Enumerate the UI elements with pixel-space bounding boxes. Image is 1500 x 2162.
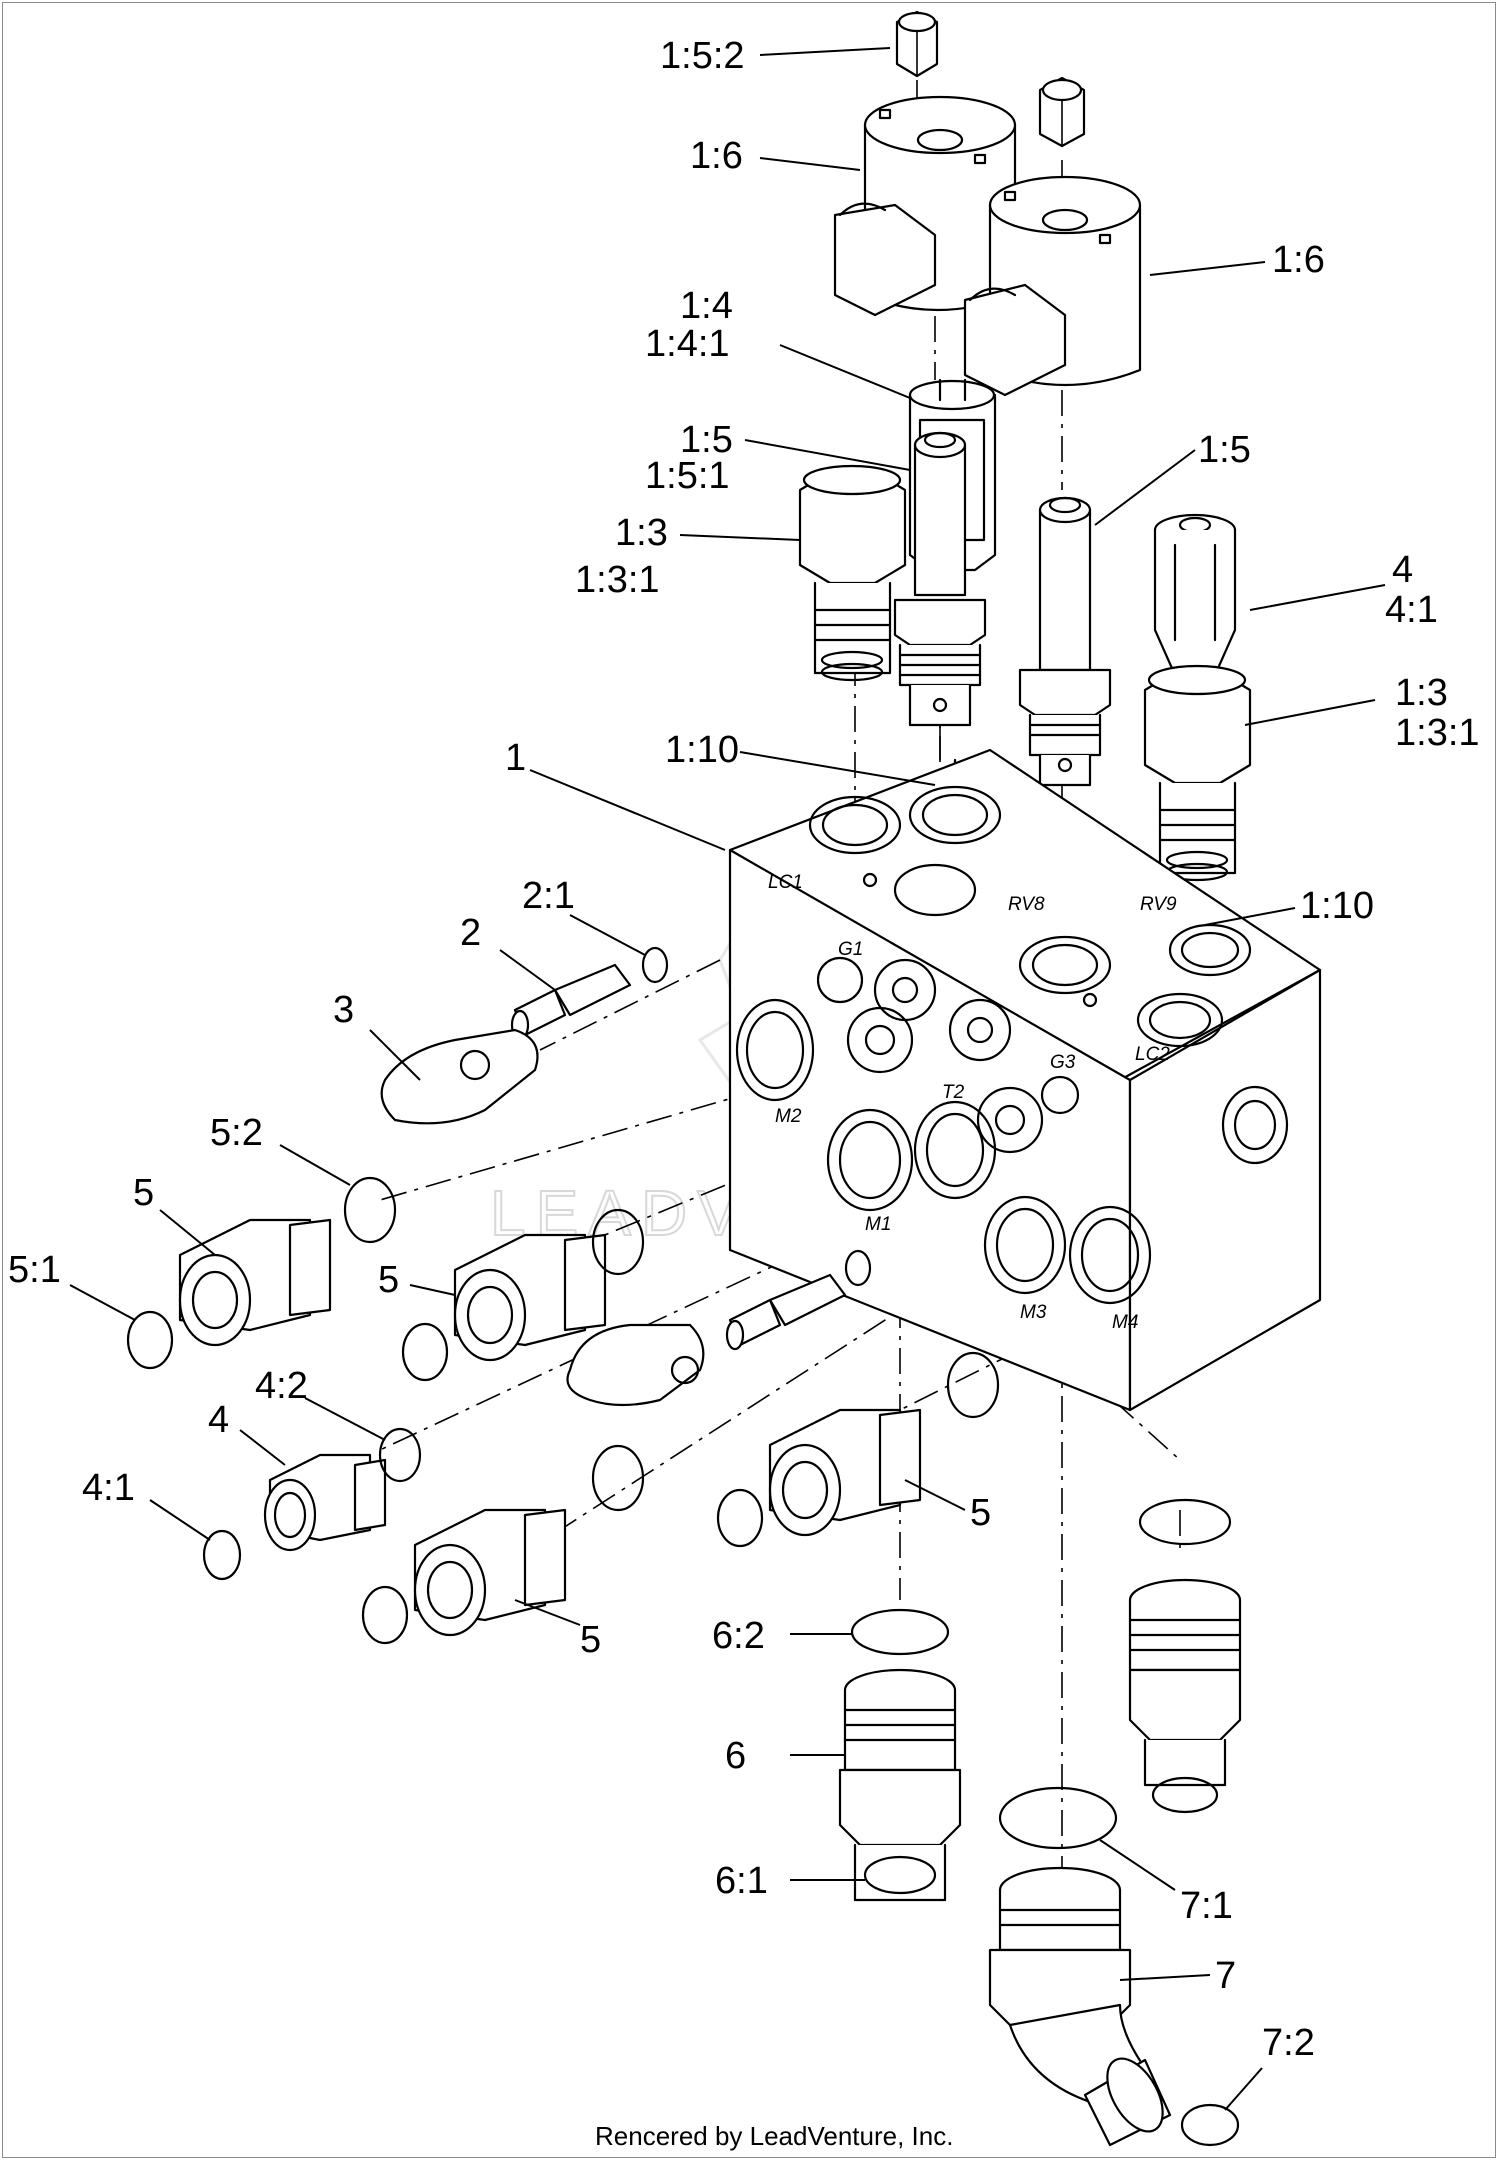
test-port-2 <box>510 963 632 1041</box>
cartridge-4 <box>1153 513 1237 677</box>
o-ring-test-lower <box>844 1249 872 1287</box>
callout-4-1-top: 4:1 <box>1385 589 1438 631</box>
callout-1-4: 1:4 <box>680 285 733 327</box>
o-ring-right-bottom <box>1151 1776 1219 1814</box>
port-label-g3: G3 <box>1050 1052 1076 1073</box>
manifold-block <box>728 748 1322 1412</box>
callout-4-1-mid: 4:1 <box>82 1467 135 1509</box>
callout-1-5-left: 1:5 <box>680 419 733 461</box>
callout-6-1: 6:1 <box>715 1860 768 1902</box>
port-label-m2: M2 <box>775 1106 802 1127</box>
callout-1-4-1: 1:4:1 <box>645 323 730 365</box>
port-label-m4: M4 <box>1112 1312 1138 1333</box>
nut-1-5-2-left <box>895 10 939 78</box>
callout-1-3-right: 1:3 <box>1395 672 1448 714</box>
callout-4-2: 4:2 <box>255 1365 308 1407</box>
callout-5-d: 5 <box>580 1619 601 1661</box>
dust-cap-lower <box>566 1323 705 1407</box>
o-ring-5-b-large <box>591 1208 645 1276</box>
fitting-4 <box>263 1453 387 1552</box>
solenoid-stem-1-5-left <box>893 431 987 760</box>
fitting-5-a <box>178 1218 332 1347</box>
callout-7: 7 <box>1215 1955 1236 1997</box>
callout-1-5-2: 1:5:2 <box>660 35 745 77</box>
o-ring-5-b-small <box>401 1322 449 1382</box>
o-ring-right-top <box>1138 1498 1232 1546</box>
dust-cap-3 <box>380 1028 539 1125</box>
nut-1-5-2-right <box>1038 76 1086 148</box>
fitting-5-c <box>413 1508 567 1637</box>
solenoid-stem-1-5-right <box>1018 496 1112 787</box>
leader-lines <box>69 47 1386 2111</box>
port-labels: LC1 RV8 RV9 LC2 G1 G3 T2 M2 M1 M3 M4 <box>768 872 1177 1333</box>
o-ring-4-1 <box>202 1529 242 1581</box>
callout-5-c: 5 <box>970 1492 991 1534</box>
callout-1-10-left: 1:10 <box>665 729 739 771</box>
o-ring-5-d-large <box>946 1351 1000 1419</box>
o-ring-5-c-small <box>361 1585 409 1645</box>
port-label-lc1: LC1 <box>768 872 803 893</box>
callout-1-6-left: 1:6 <box>690 135 743 177</box>
o-ring-2-1 <box>641 946 669 984</box>
o-ring-7-2 <box>1180 2103 1240 2147</box>
callout-1-6-right: 1:6 <box>1272 239 1325 281</box>
callout-7-1: 7:1 <box>1180 1885 1233 1927</box>
fitting-5-b <box>453 1233 607 1362</box>
fitting-6 <box>838 1668 962 1902</box>
fitting-right <box>1128 1578 1242 1787</box>
callout-1-10-right: 1:10 <box>1300 885 1374 927</box>
coil-1-6-right <box>963 175 1142 397</box>
callout-3: 3 <box>333 989 354 1031</box>
cartridge-1-3-right <box>1143 664 1252 882</box>
callout-4-mid: 4 <box>208 1399 229 1441</box>
callout-6: 6 <box>725 1735 746 1777</box>
o-ring-5-1 <box>126 1310 174 1370</box>
fitting-5-d <box>768 1408 922 1537</box>
o-ring-6-2 <box>850 1608 950 1656</box>
port-label-rv8: RV8 <box>1008 894 1045 915</box>
port-label-t2: T2 <box>942 1082 965 1103</box>
callout-7-2: 7:2 <box>1262 2022 1315 2064</box>
o-ring-6-1 <box>863 1855 937 1895</box>
cartridge-1-3-left <box>798 464 907 682</box>
callout-2-1: 2:1 <box>522 875 575 917</box>
callout-labels: 1:5:2 1:6 1:6 1:4 1:4:1 1:5 1:5:1 1:5 1:… <box>8 35 1480 2064</box>
o-ring-5-c-large <box>591 1444 645 1512</box>
elbow-fitting-7 <box>988 1866 1172 2147</box>
coil-1-6-left <box>833 95 1017 317</box>
port-label-g1: G1 <box>838 939 863 960</box>
callout-5-b: 5 <box>378 1259 399 1301</box>
callout-1-3-left: 1:3 <box>615 512 668 554</box>
callout-5-2: 5:2 <box>210 1112 263 1154</box>
callout-5-1: 5:1 <box>8 1249 61 1291</box>
callout-2: 2 <box>460 912 481 954</box>
o-ring-7-1 <box>998 1786 1118 1850</box>
callout-1-3-1-right: 1:3:1 <box>1395 712 1480 754</box>
o-ring-5-2 <box>343 1176 397 1244</box>
test-port-lower <box>725 1273 847 1351</box>
render-credit: Rencered by LeadVenture, Inc. <box>595 2121 953 2151</box>
port-label-rv9: RV9 <box>1140 894 1177 915</box>
port-label-m3: M3 <box>1020 1302 1047 1323</box>
callout-5-a: 5 <box>133 1172 154 1214</box>
callout-1: 1 <box>505 737 526 779</box>
callout-6-2: 6:2 <box>712 1615 765 1657</box>
callout-1-5-1: 1:5:1 <box>645 455 730 497</box>
o-ring-4-2 <box>378 1427 422 1483</box>
o-ring-5-d-small <box>716 1488 764 1548</box>
callout-1-3-1-left: 1:3:1 <box>575 559 660 601</box>
port-label-lc2: LC2 <box>1135 1044 1170 1065</box>
callout-1-5-right: 1:5 <box>1198 429 1251 471</box>
port-label-m1: M1 <box>865 1214 891 1235</box>
callout-4-top: 4 <box>1392 549 1413 591</box>
